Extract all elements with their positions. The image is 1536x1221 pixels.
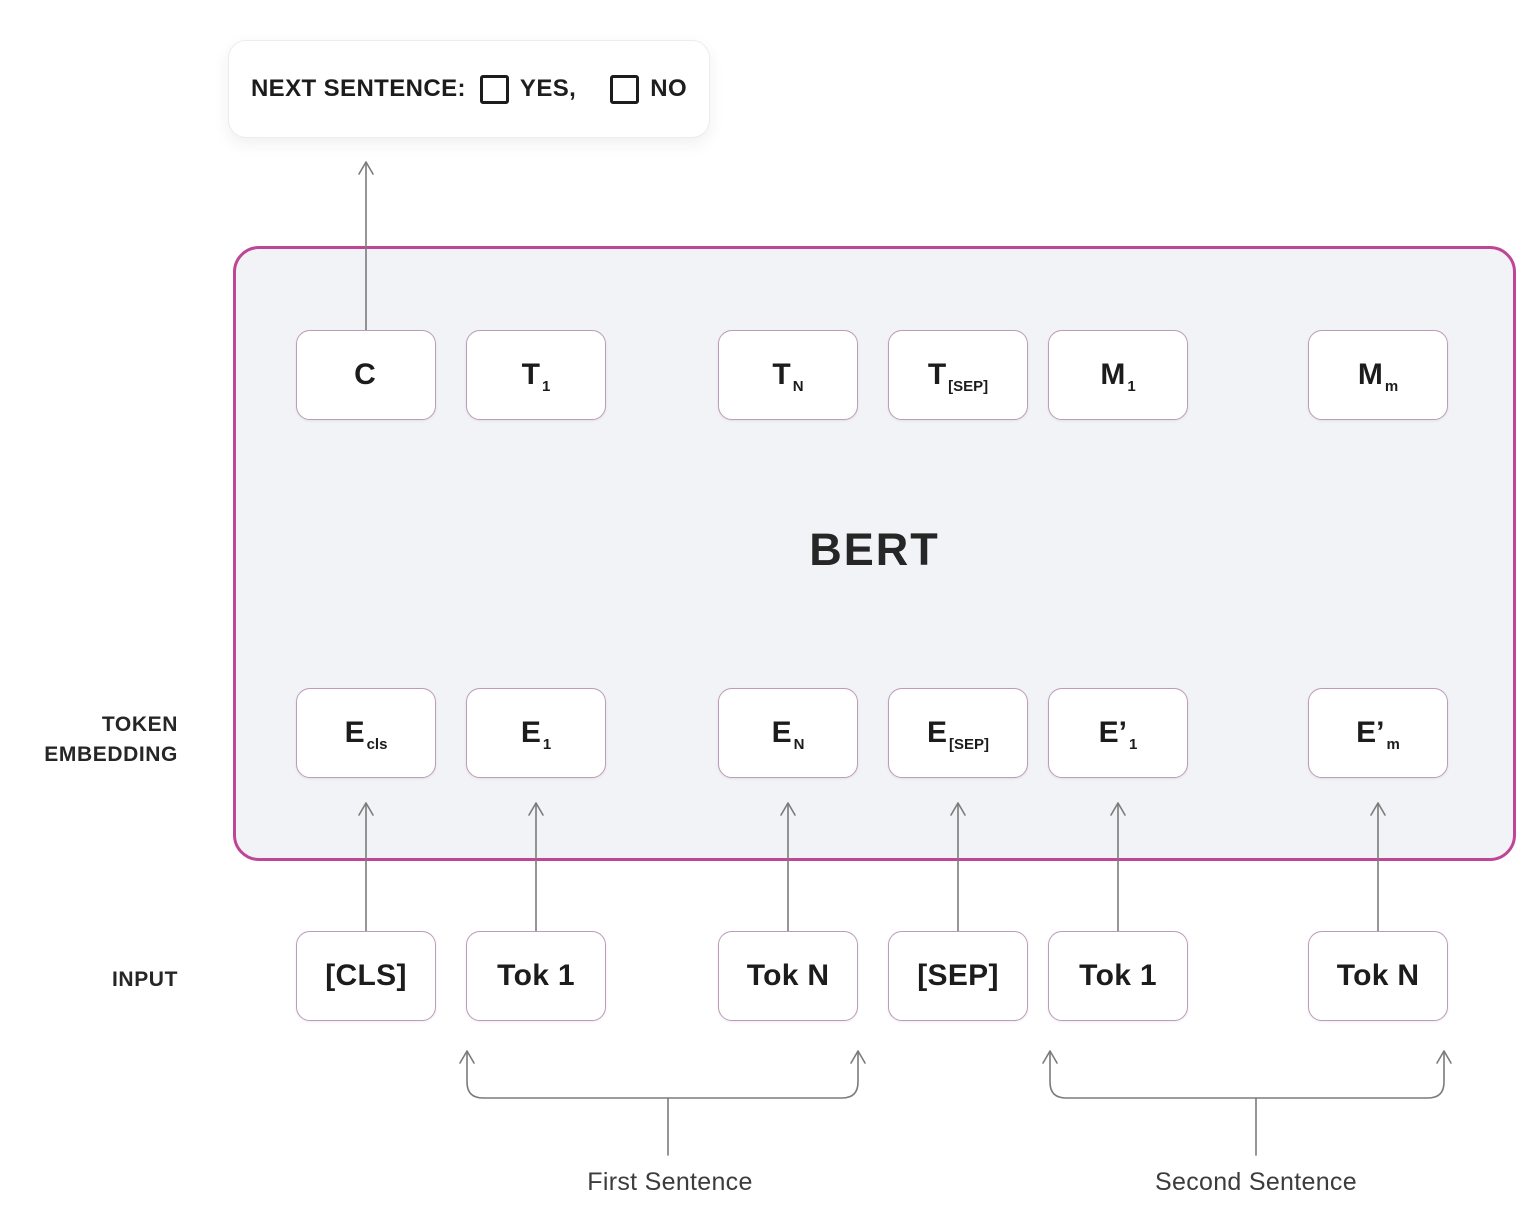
embedding-box-ecls-label: E — [344, 716, 365, 749]
second-sentence-bracket — [1043, 1051, 1451, 1155]
c-to-next-sentence-arrow — [359, 162, 373, 334]
token-embedding-label-line2: EMBEDDING — [44, 743, 178, 766]
next-sentence-label: NEXT SENTENCE: — [250, 75, 466, 102]
input-box-sep: [SEP] — [888, 931, 1028, 1021]
token-embedding-label-line1: TOKEN — [101, 713, 178, 736]
first-sentence-label: First Sentence — [587, 1168, 753, 1196]
output-box-tsep: T[SEP] — [888, 330, 1028, 420]
output-box-tsep-label: T — [927, 358, 947, 391]
second-sentence-label: Second Sentence — [1155, 1168, 1357, 1196]
embedding-box-eprime1: E’1 — [1048, 688, 1188, 778]
embedding-box-esep-label: E — [926, 716, 947, 749]
first-sentence-bracket — [460, 1051, 865, 1155]
input-box-cls: [CLS] — [296, 931, 436, 1021]
no-checkbox — [610, 74, 640, 104]
no-label: NO — [650, 75, 688, 102]
embedding-box-esep: E[SEP] — [888, 688, 1028, 778]
output-box-c-label: C — [354, 358, 376, 391]
output-box-mm-label: M — [1357, 358, 1383, 391]
yes-label: YES, — [519, 75, 577, 102]
input-box-tok1-first-label: Tok 1 — [497, 959, 575, 992]
input-box-tokn-second-label: Tok N — [1336, 959, 1420, 992]
input-label: INPUT — [112, 968, 178, 991]
output-box-c: C — [296, 330, 436, 420]
embedding-box-e1-label: E — [520, 716, 541, 749]
input-box-tokn-second: Tok N — [1308, 931, 1448, 1021]
embedding-box-en-label: E — [771, 716, 792, 749]
embedding-box-eprimem-label: E’ — [1356, 716, 1385, 749]
input-box-cls-label: [CLS] — [325, 959, 407, 992]
embedding-box-eprimem: E’m — [1308, 688, 1448, 778]
input-box-sep-label: [SEP] — [917, 959, 999, 992]
yes-checkbox — [479, 74, 509, 104]
embedding-box-eprime1-label: E’ — [1098, 716, 1127, 749]
output-box-tn-label: T — [772, 358, 791, 391]
token-embedding-label: TOKEN EMBEDDING — [0, 710, 178, 770]
input-to-embedding-arrows — [359, 803, 1385, 933]
input-box-tok1-second-label: Tok 1 — [1079, 959, 1157, 992]
output-box-t1-label: T — [521, 358, 540, 391]
output-box-m1-label: M — [1100, 358, 1126, 391]
input-box-tok1-first: Tok 1 — [466, 931, 606, 1021]
input-box-tok1-second: Tok 1 — [1048, 931, 1188, 1021]
next-sentence-panel: NEXT SENTENCE: YES, NO — [228, 40, 710, 138]
input-box-tokn-first-label: Tok N — [746, 959, 830, 992]
input-box-tokn-first: Tok N — [718, 931, 858, 1021]
bert-title: BERT — [809, 524, 940, 575]
bert-model-container — [233, 246, 1516, 861]
